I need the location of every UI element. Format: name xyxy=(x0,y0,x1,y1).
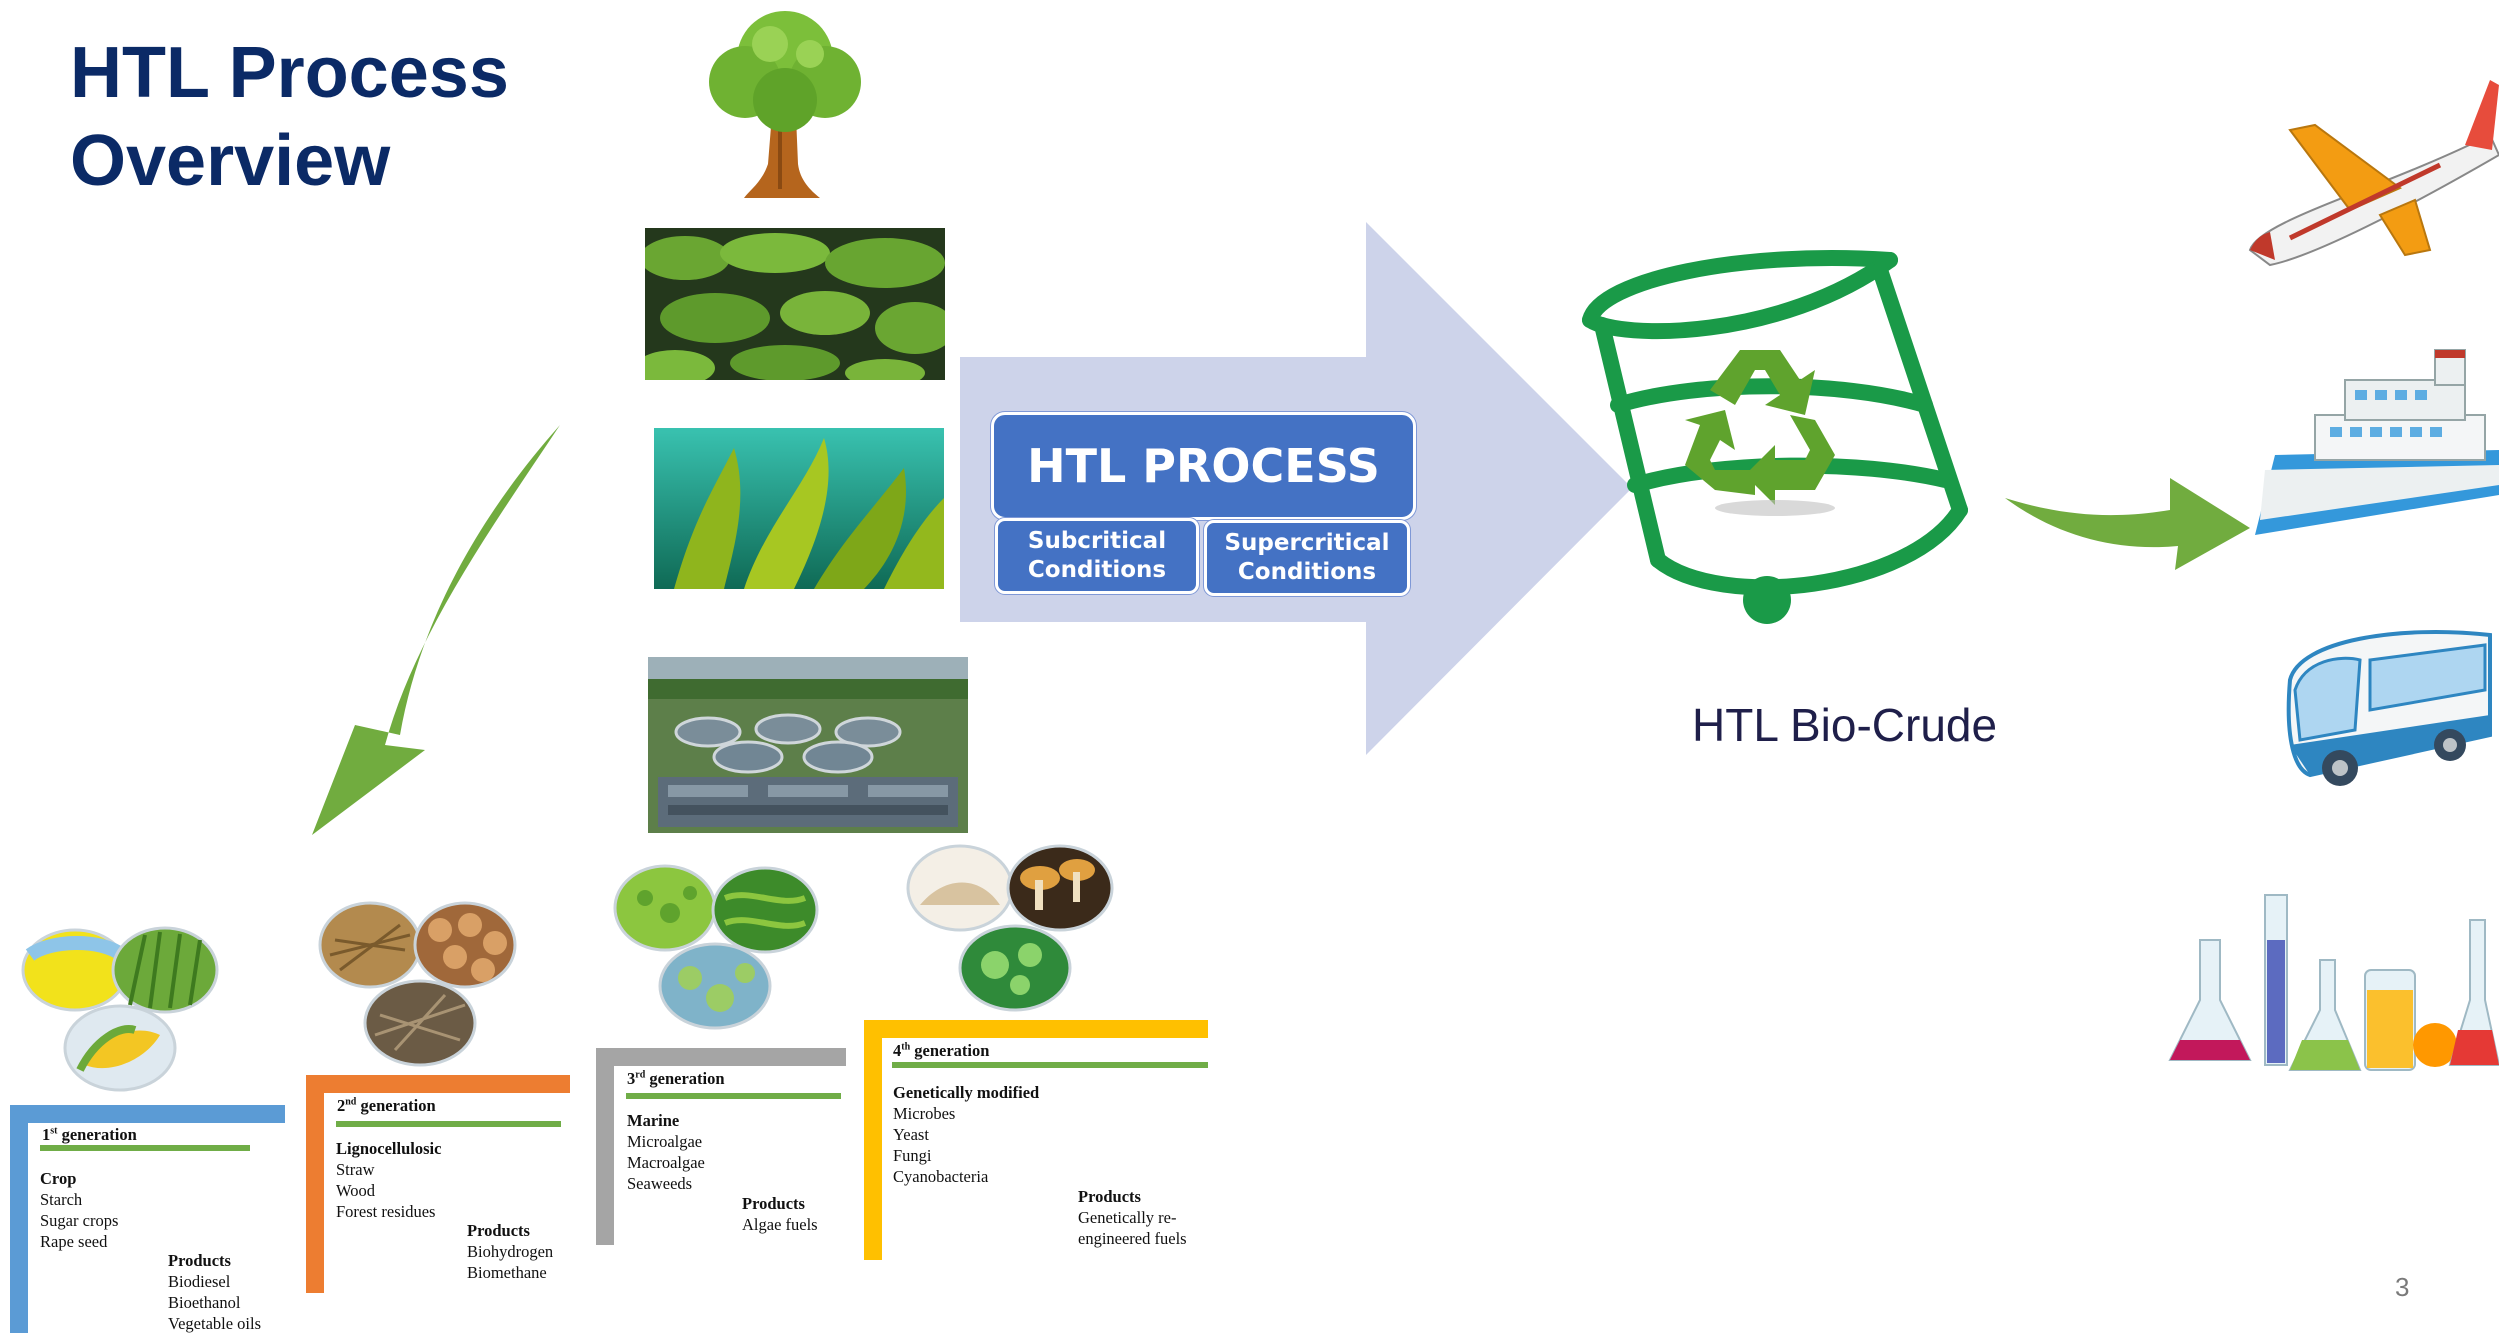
gen1-crops-images xyxy=(21,926,219,1092)
ship-icon xyxy=(2255,349,2499,535)
biocrude-label: HTL Bio-Crude xyxy=(1692,699,1998,751)
gen2-feedstock-list: Lignocellulosic Straw Wood Forest residu… xyxy=(336,1138,441,1222)
gen4-products-list: Products Genetically re- engineered fuel… xyxy=(1078,1186,1187,1249)
gen2-product: Biohydrogen xyxy=(467,1242,554,1262)
slide-title: HTL Process Overview xyxy=(70,30,509,206)
page-number: 3 xyxy=(2395,1272,2410,1302)
gen1-heading: 1st generation xyxy=(42,1125,137,1144)
supercritical-conditions-box: Supercritical Conditions xyxy=(1204,520,1410,596)
gen3-feedstock-list: Marine Microalgae Macroalgae Seaweeds xyxy=(627,1110,705,1194)
gen3-item: Microalgae xyxy=(627,1132,703,1152)
gen4-feedstock-list: Genetically modified Microbes Yeast Fung… xyxy=(893,1082,1039,1188)
gen1-category: Crop xyxy=(40,1169,77,1188)
gen4-category: Genetically modified xyxy=(893,1083,1040,1102)
kelp-photo xyxy=(654,428,944,589)
generation-brackets xyxy=(10,1020,1208,1333)
biocrude-barrel-icon xyxy=(1582,250,1968,624)
gen3-product: Algae fuels xyxy=(742,1215,818,1235)
algae-mat-photo xyxy=(645,228,945,380)
gen3-marine-images xyxy=(613,864,819,1030)
gen4-modified-images xyxy=(906,844,1114,1012)
chemistry-flasks-icon xyxy=(2140,880,2499,1080)
gen4-products-label: Products xyxy=(1078,1187,1141,1206)
supercritical-line-1: Supercritical xyxy=(1224,530,1390,557)
gen3-item: Macroalgae xyxy=(627,1153,705,1173)
gen1-product: Vegetable oils xyxy=(168,1314,262,1334)
gen4-heading: 4th generation xyxy=(893,1041,990,1060)
gen1-products-label: Products xyxy=(168,1251,231,1270)
gen3-item: Seaweeds xyxy=(627,1174,693,1194)
gen2-item: Forest residues xyxy=(336,1202,436,1222)
bus-icon xyxy=(2286,630,2492,786)
htl-process-box: HTL PROCESS xyxy=(991,412,1416,520)
green-arrow-to-products xyxy=(2005,478,2250,570)
gen4-product: Genetically re- xyxy=(1078,1208,1177,1228)
gen4-item: Yeast xyxy=(893,1125,929,1145)
supercritical-line-2: Conditions xyxy=(1237,559,1377,585)
gen2-products-list: Products Biohydrogen Biomethane xyxy=(467,1220,553,1283)
gen2-item: Straw xyxy=(336,1160,375,1180)
gen4-item: Fungi xyxy=(893,1146,932,1166)
gen2-item: Wood xyxy=(336,1181,376,1201)
gen3-category: Marine xyxy=(627,1111,680,1130)
subcritical-line-2: Conditions xyxy=(1027,557,1167,583)
gen4-item: Microbes xyxy=(893,1104,956,1124)
title-line-2: Overview xyxy=(70,120,391,201)
gen1-item: Rape seed xyxy=(40,1232,108,1252)
subcritical-conditions-box: Subcritical Conditions xyxy=(995,518,1199,594)
green-curved-arrow-down xyxy=(312,425,560,835)
subcritical-line-1: Subcritical xyxy=(1027,528,1167,555)
gen2-category: Lignocellulosic xyxy=(336,1139,442,1158)
gen2-product: Biomethane xyxy=(467,1263,547,1283)
tree-icon xyxy=(700,4,870,200)
gen1-item: Sugar crops xyxy=(40,1211,119,1231)
wastewater-plant-photo xyxy=(648,657,968,833)
recycle-icon xyxy=(1685,350,1835,505)
gen1-item: Starch xyxy=(40,1190,83,1210)
gen1-products-list: Products Biodiesel Bioethanol Vegetable … xyxy=(168,1250,261,1334)
gen3-products-label: Products xyxy=(742,1194,805,1213)
title-line-1: HTL Process xyxy=(70,33,509,113)
gen4-product: engineered fuels xyxy=(1078,1229,1187,1249)
gen2-products-label: Products xyxy=(467,1221,530,1240)
gen1-product: Bioethanol xyxy=(168,1293,241,1313)
airplane-icon xyxy=(2248,80,2499,267)
gen2-heading: 2nd generation xyxy=(337,1096,436,1115)
gen3-products-list: Products Algae fuels xyxy=(742,1193,818,1235)
gen4-item: Cyanobacteria xyxy=(893,1167,989,1187)
gen2-lignocellulosic-images xyxy=(318,901,517,1067)
gen3-heading: 3rd generation xyxy=(627,1069,725,1088)
gen1-product: Biodiesel xyxy=(168,1272,231,1292)
gen1-feedstock-list: Crop Starch Sugar crops Rape seed xyxy=(40,1168,118,1252)
